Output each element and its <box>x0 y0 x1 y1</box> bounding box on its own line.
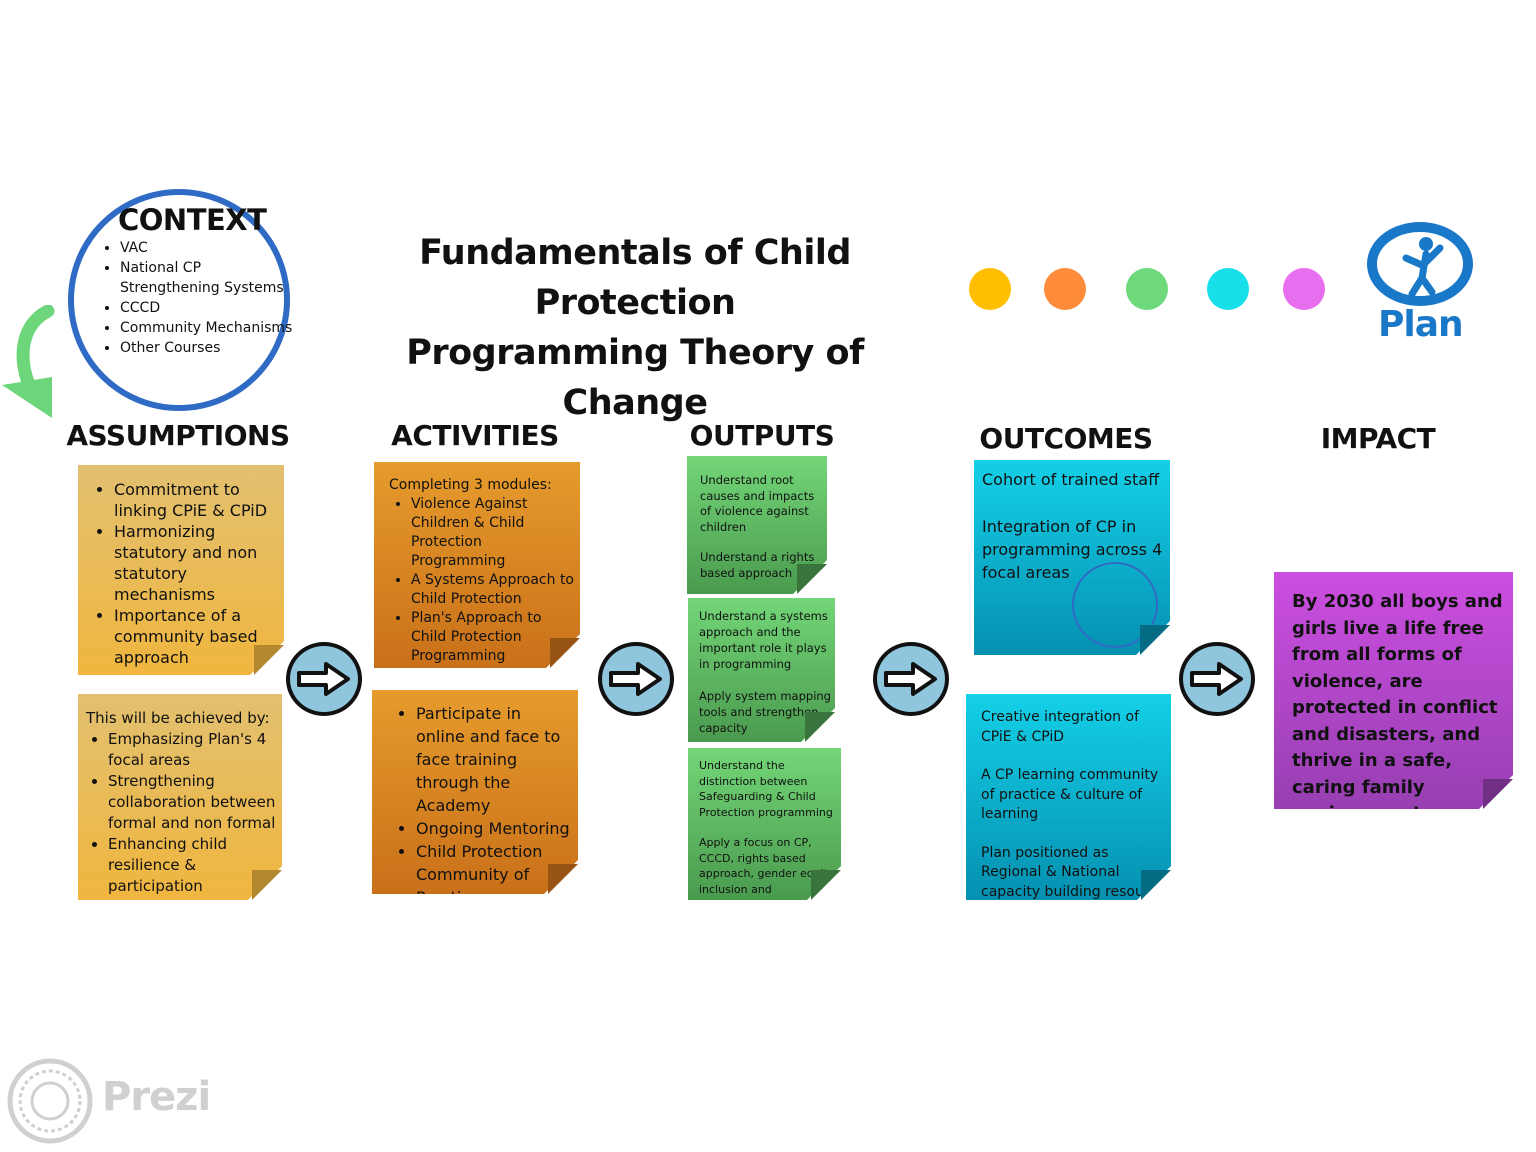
context-item: Community Mechanisms <box>120 318 300 338</box>
color-dot-cyan[interactable] <box>1207 268 1249 310</box>
note-fold <box>548 864 578 894</box>
note-fold <box>254 645 284 675</box>
list-item: A Systems Approach to Child Protection <box>411 571 576 609</box>
note-text: Apply a focus on CP, CCCD, rights based … <box>699 836 812 896</box>
heading-outcomes: OUTCOMES <box>979 422 1153 455</box>
note-fold <box>1141 870 1171 900</box>
note-text: Creative integration of CPiE & CPiD <box>981 709 1139 745</box>
outcomes-note-2: Creative integration of CPiE & CPiD A CP… <box>966 694 1171 900</box>
list-item: Emphasizing Plan's 4 focal areas <box>108 729 282 771</box>
note-fold <box>1483 779 1513 809</box>
impact-note: By 2030 all boys and girls live a life f… <box>1274 572 1513 809</box>
note-text: Integration of CP in programming across … <box>982 517 1163 582</box>
list-item: Child Protection Community of Practice <box>416 840 574 894</box>
heading-assumptions: ASSUMPTIONS <box>66 419 290 452</box>
list-item: Violence Against Children & Child Protec… <box>411 495 576 571</box>
list-item: Importance of a community based approach <box>114 605 280 668</box>
next-arrow-button-1[interactable] <box>286 642 362 716</box>
list-item: Strengthening collaboration between form… <box>108 771 282 834</box>
plan-logo-text: Plan <box>1378 304 1464 345</box>
list-item: Enhancing child resilience & participati… <box>108 834 282 897</box>
note-fold <box>797 564 827 594</box>
note-text: Plan positioned as Regional & National c… <box>981 844 1166 900</box>
color-dot-orange[interactable] <box>1044 268 1086 310</box>
assumptions-note-1: Commitment to linking CPiE & CPiD Harmon… <box>78 465 284 675</box>
prezi-logo-text: Prezi <box>102 1074 211 1120</box>
color-dot-magenta[interactable] <box>1283 268 1325 310</box>
activities-note-1: Completing 3 modules: Violence Against C… <box>374 462 580 668</box>
note-text: Understand a rights based approach <box>700 550 815 580</box>
right-arrow-icon <box>297 662 350 696</box>
list-item: Plan's Approach to Child Protection Prog… <box>411 609 576 666</box>
context-item: Other Courses <box>120 338 300 358</box>
note-fold <box>811 870 841 900</box>
note-text: Understand the distinction between Safeg… <box>699 759 833 819</box>
page-title: Fundamentals of Child Protection Program… <box>330 228 940 428</box>
note-text: A CP learning community of practice & cu… <box>981 767 1159 822</box>
context-item: National CP Strengthening Systems <box>120 258 300 298</box>
note-text: Cohort of trained staff <box>982 470 1160 489</box>
impact-text: By 2030 all boys and girls live a life f… <box>1292 591 1503 798</box>
zoom-circle[interactable] <box>1072 562 1158 648</box>
context-list: VAC National CP Strengthening Systems CC… <box>104 238 300 358</box>
title-line-1: Fundamentals of Child Protection <box>419 233 851 323</box>
right-arrow-icon <box>884 662 937 696</box>
right-arrow-icon <box>609 662 662 696</box>
activities-note-2: Participate in online and face to face t… <box>372 690 578 894</box>
next-arrow-button-4[interactable] <box>1179 642 1255 716</box>
note-fold <box>805 712 835 742</box>
curved-arrow-icon <box>2 305 55 418</box>
plan-logo: Plan <box>1366 218 1476 348</box>
list-item: Commitment to linking CPiE & CPiD <box>114 479 280 521</box>
list-item: Participate in online and face to face t… <box>416 702 574 817</box>
prezi-watermark: Prezi <box>6 1056 211 1146</box>
context-title: CONTEXT <box>118 203 267 237</box>
note-fold <box>550 638 580 668</box>
color-dot-yellow[interactable] <box>969 268 1011 310</box>
plan-logo-icon <box>1367 222 1473 306</box>
context-circle <box>68 189 290 411</box>
title-line-2: Programming Theory of Change <box>406 333 864 423</box>
assumptions-note-2: This will be achieved by: Emphasizing Pl… <box>78 694 282 900</box>
prezi-logo-icon <box>7 1058 93 1144</box>
note-fold <box>252 870 282 900</box>
list-item: Ongoing Mentoring <box>416 817 574 840</box>
context-item: CCCD <box>120 298 300 318</box>
heading-outputs: OUTPUTS <box>689 419 835 452</box>
list-item: Harmonizing statutory and non statutory … <box>114 521 280 605</box>
context-item: VAC <box>120 238 300 258</box>
heading-impact: IMPACT <box>1320 422 1436 455</box>
note-text: Understand root causes and impacts of vi… <box>700 473 815 534</box>
note-fold <box>1140 625 1170 655</box>
note-text: Apply system mapping tools and strengthe… <box>699 689 831 735</box>
heading-activities: ACTIVITIES <box>391 419 559 452</box>
next-arrow-button-2[interactable] <box>598 642 674 716</box>
color-dot-green[interactable] <box>1126 268 1168 310</box>
next-arrow-button-3[interactable] <box>873 642 949 716</box>
right-arrow-icon <box>1190 662 1243 696</box>
note-text: Understand a systems approach and the im… <box>699 609 828 671</box>
note-intro: This will be achieved by: <box>86 709 270 727</box>
note-intro: Completing 3 modules: <box>389 477 552 493</box>
